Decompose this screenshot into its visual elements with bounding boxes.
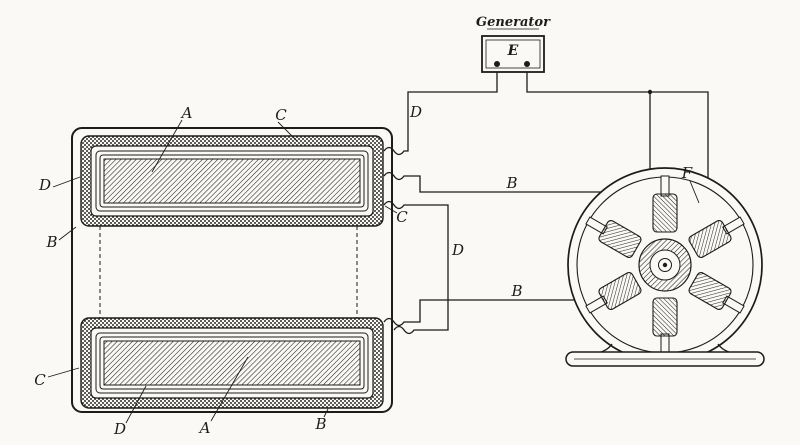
coil-assembly-top [80, 135, 384, 227]
coil-case-outline [71, 127, 393, 413]
label-a-top: A [180, 104, 193, 122]
circuit-wiring [383, 64, 709, 335]
coil-bottom-frame-inner [99, 336, 365, 390]
motor-pole [585, 272, 642, 314]
motor-pole [585, 216, 642, 258]
label-c-bottom: C [34, 371, 46, 389]
induction-coil-apparatus [71, 127, 393, 413]
wire-generator-to-motor-right [526, 64, 709, 178]
label-d-bottom: D [113, 420, 126, 438]
label-c-right: C [396, 208, 408, 226]
motor-pole [688, 216, 745, 258]
motor-pole [652, 297, 678, 355]
label-d-wire-upper: D [409, 103, 422, 121]
motor-pole [652, 175, 678, 233]
label-b-left: B [45, 233, 57, 251]
leader-lines [47, 119, 700, 424]
generator-terminal-label: E [507, 43, 519, 59]
motor-pole [688, 272, 745, 314]
label-b-wire-mid: B [505, 174, 517, 192]
generator-title: Generator [476, 15, 551, 30]
coil-top-frame [95, 150, 369, 212]
label-c-top: C [275, 106, 287, 124]
label-b-wire-lower: B [510, 282, 522, 300]
motor-armature-hub [638, 238, 692, 292]
label-f-motor: F [681, 164, 693, 182]
motor [565, 167, 765, 367]
wire-coil-series-link [383, 200, 449, 335]
label-a-bottom: A [198, 419, 211, 437]
motor-field-poles [585, 175, 745, 355]
wire-junction [647, 89, 653, 95]
wire-top-coil-to-motor [383, 171, 601, 193]
label-b-bottom: B [314, 415, 326, 433]
motor-base [565, 343, 765, 367]
coil-assembly-bottom [80, 317, 384, 409]
coil-top-winding [103, 158, 361, 204]
wire-generator-to-top-coil [383, 64, 498, 156]
wire-bottom-coil-to-motor [383, 299, 574, 327]
label-d-left: D [38, 176, 51, 194]
coil-bottom-winding [103, 340, 361, 386]
coil-bottom-frame [95, 332, 369, 394]
generator-outline-inner [485, 39, 541, 69]
generator-box: Generator E [476, 15, 551, 73]
label-d-wire-lower: D [451, 241, 464, 259]
generator-terminal-right [524, 61, 530, 67]
coil-top-frame-inner [99, 154, 365, 208]
generator-outline [481, 35, 545, 73]
callout-labels: A C D B C D B D B F C D A B [34, 103, 693, 438]
motor-shaft [662, 262, 668, 268]
generator-terminal-left [494, 61, 500, 67]
